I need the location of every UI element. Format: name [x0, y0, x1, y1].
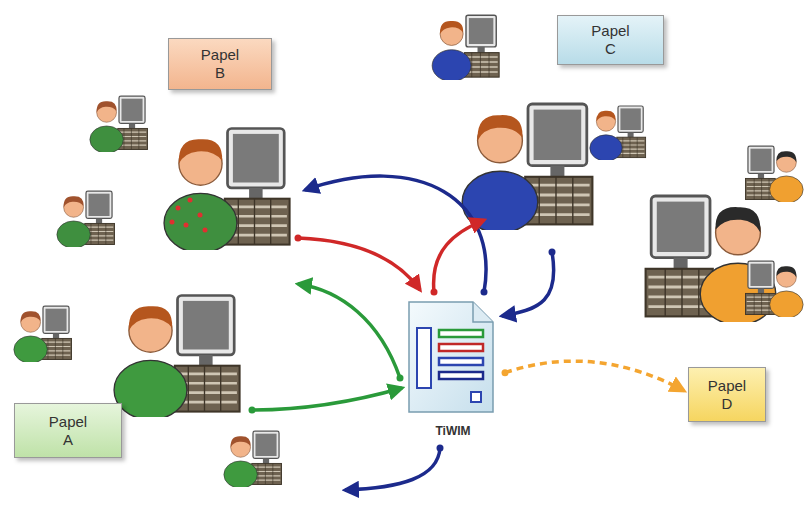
- document-shape: [405, 298, 497, 416]
- role-box: Papel A: [14, 403, 122, 458]
- document-label: TiWIM: [405, 424, 501, 438]
- role-label: Papel A: [43, 413, 93, 449]
- role-box: Papel D: [688, 367, 766, 422]
- arrow-tail-dot: [502, 369, 509, 376]
- role-label: Papel C: [586, 22, 636, 58]
- role-box: Papel B: [168, 38, 272, 90]
- role-label: Papel B: [195, 46, 245, 82]
- role-box: Papel C: [557, 15, 664, 65]
- document-icon: TiWIM: [405, 298, 501, 438]
- flow-arrow: [505, 361, 684, 391]
- role-label: Papel D: [702, 377, 752, 413]
